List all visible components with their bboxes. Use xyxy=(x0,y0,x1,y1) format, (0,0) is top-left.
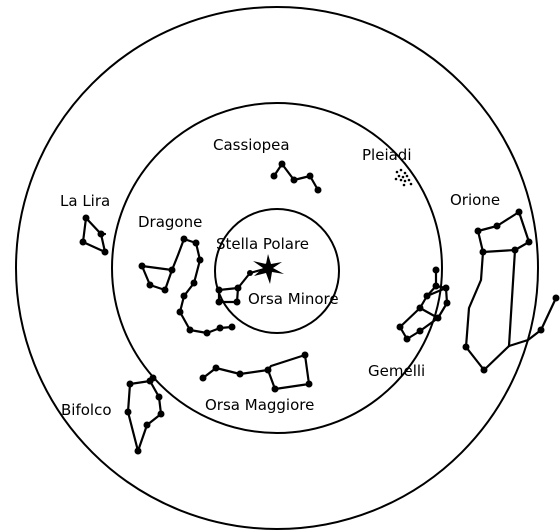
label-cassiopea: Cassiopea xyxy=(213,136,290,154)
bifolco-constellation xyxy=(125,375,165,455)
label-orsa-maggiore: Orsa Maggiore xyxy=(205,396,314,414)
stella-polare-star xyxy=(253,254,284,284)
label-la-lira: La Lira xyxy=(60,192,110,210)
label-orsa-minore: Orsa Minore xyxy=(248,290,339,308)
label-pleiadi: Pleiadi xyxy=(362,146,412,164)
orsa-maggiore-constellation xyxy=(200,352,313,393)
cassiopea-constellation xyxy=(271,161,322,194)
label-dragone: Dragone xyxy=(138,213,202,231)
orione-constellation xyxy=(463,209,560,374)
outer-circle xyxy=(16,7,538,529)
la-lira-constellation xyxy=(80,215,109,256)
label-orione: Orione xyxy=(450,191,500,209)
label-stella-polare: Stella Polare xyxy=(216,235,309,253)
label-gemelli: Gemelli xyxy=(368,362,425,380)
label-bifolco: Bifolco xyxy=(61,401,112,419)
